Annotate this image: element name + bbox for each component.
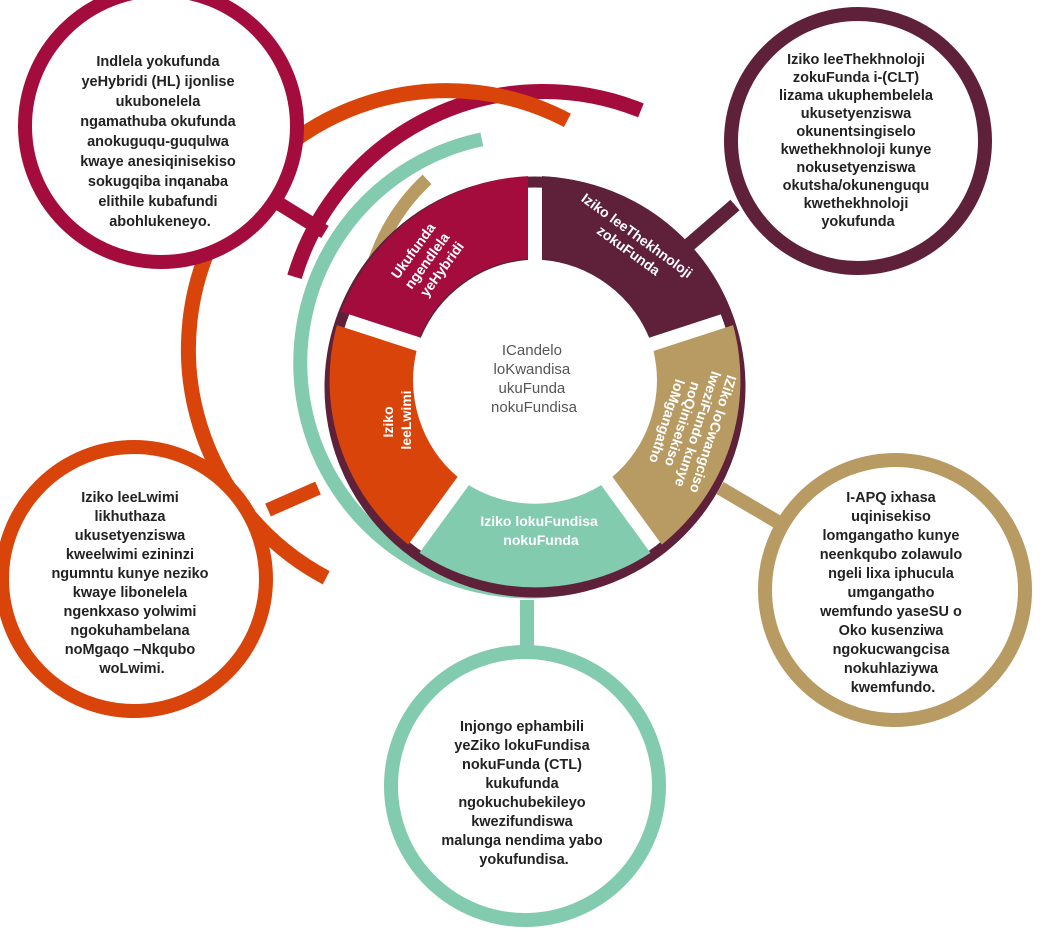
bubble-line: ngokucwangcisa (833, 642, 951, 658)
bubble-line: ukusetyenziswa (801, 106, 912, 122)
bubble-line: ngenkxaso yolwimi (64, 604, 197, 620)
bubble-line: ngamathuba okufunda (80, 114, 236, 130)
connector-clt (678, 199, 740, 256)
bubble-line: Oko kusenziwa (839, 623, 945, 639)
bubble-text-clt: Iziko leeThekhnoloji zokuFunda i-(CLT) l… (779, 52, 937, 230)
inner-arc-clt (541, 258, 651, 338)
bubble-line: elithile kubafundi (98, 194, 217, 210)
bubble-line: ngokuchubekileyo (458, 795, 585, 811)
bubble-line: neenkqubo zolawulo (820, 547, 963, 563)
bubble-line: nokusetyenziswa (796, 160, 916, 176)
center-title-line: nokuFundisa (491, 399, 578, 416)
segment-label-line: Iziko (380, 406, 396, 437)
bubble-line: Iziko leeLwimi (81, 490, 179, 506)
bubble-line: kweelwimi ezininzi (66, 547, 194, 563)
inner-arc-language (411, 350, 458, 479)
bubble-line: ukubonelela (116, 94, 202, 110)
bubble-line: nokuFunda (CTL) (462, 757, 582, 773)
bubble-line: okutsha/okunenguqu (783, 178, 930, 194)
bubble-language (0, 440, 273, 718)
bubble-quality (758, 453, 1032, 727)
bubble-line: ngeli lixa iphucula (828, 566, 955, 582)
bubble-line: kukufunda (485, 776, 559, 792)
bubble-line: ngokuhambelana (70, 623, 190, 639)
bubble-line: I-APQ ixhasa (846, 490, 936, 506)
bubble-line: yokufundisa. (479, 852, 568, 868)
bubble-line: yeHybridi (HL) ijonlise (81, 74, 234, 90)
bubble-line: abohlukeneyo. (109, 214, 211, 230)
segment-clt (542, 176, 729, 338)
segment-ctl (419, 485, 651, 588)
bubble-line: Indlela yokufunda (96, 54, 220, 70)
connector-language (265, 481, 321, 517)
bubble-line: Injongo ephambili (460, 719, 584, 735)
bubble-line: yokufunda (821, 214, 895, 230)
bubble-line: ngumntu kunye neziko (51, 566, 208, 582)
center-title: ICandelo loKwandisa ukuFunda nokuFundisa (491, 342, 578, 416)
bubble-line: noMgaqo –Nkqubo (65, 642, 196, 658)
bubble-line: kwezifundiswa (471, 814, 573, 830)
bubble-line: yeZiko lokuFundisa (454, 738, 590, 754)
bubble-text-ctl: Injongo ephambili yeZiko lokuFundisa nok… (441, 719, 606, 868)
segment-label-line: nokuFunda (503, 532, 579, 548)
segment-hybrid (341, 176, 528, 338)
segment-label-line: Iziko lokuFundisa (480, 513, 598, 529)
inner-arc-ctl (468, 485, 602, 506)
bubble-line: Iziko leeThekhnoloji (787, 52, 925, 68)
bubble-line: okunentsingiselo (796, 124, 915, 140)
bubble-line: nokuhlaziywa (844, 661, 939, 677)
bubble-line: sokugqiba inqanaba (88, 174, 229, 190)
bubble-line: kwemfundo. (851, 680, 936, 696)
bubble-line: likhuthaza (95, 509, 167, 525)
bubble-line: wemfundo yaseSU o (819, 604, 962, 620)
center-title-line: ukuFunda (499, 380, 566, 397)
bubble-hybrid (18, 0, 304, 269)
bubble-ctl (384, 645, 666, 927)
bubble-line: malunga nendima yabo (441, 833, 602, 849)
inner-arc-quality (612, 350, 659, 479)
bubble-line: uqinisekiso (851, 509, 931, 525)
bubble-line: lizama ukuphembelela (779, 88, 934, 104)
bubble-line: kwaye libonelela (73, 585, 188, 601)
inner-arc-hybrid (419, 258, 529, 338)
bubble-line: zokuFunda i-(CLT) (793, 70, 919, 86)
bubble-line: woLwimi. (98, 661, 164, 677)
bubble-text-language: Iziko leeLwimi likhuthaza ukusetyenziswa… (51, 490, 212, 677)
segment-label-line: leeLwimi (398, 390, 414, 449)
segment-label-ctl: Iziko lokuFundisa nokuFunda (480, 513, 601, 548)
crimson-arc (287, 84, 644, 279)
bubble-line: anokuguqu-guqulwa (87, 134, 230, 150)
bubble-line: kwaye anesiqinisekiso (80, 154, 236, 170)
bubble-clt (724, 7, 992, 275)
bubble-line: lomgangatho kunye (823, 528, 960, 544)
center-title-line: ICandelo (502, 342, 562, 359)
segment-language (329, 325, 458, 545)
bubble-line: kwethekhnoloji (804, 196, 909, 212)
bubble-text-quality: I-APQ ixhasa uqinisekiso lomgangatho kun… (819, 490, 966, 696)
bubble-line: kwethekhnoloji kunye (781, 142, 932, 158)
segment-quality (612, 325, 741, 545)
bubble-text-hybrid: Indlela yokufunda yeHybridi (HL) ijonlis… (80, 54, 240, 230)
bubble-line: umgangatho (847, 585, 934, 601)
segment-label-language: Iziko leeLwimi (380, 390, 414, 449)
center-title-line: loKwandisa (494, 361, 571, 378)
bubble-line: ukusetyenziswa (75, 528, 186, 544)
